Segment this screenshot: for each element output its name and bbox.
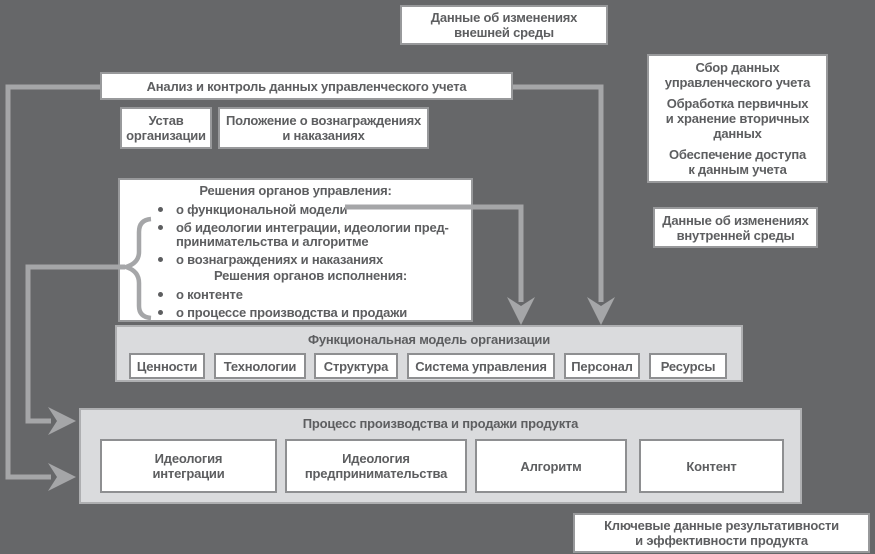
charter-line: Устав <box>148 113 184 128</box>
management-decisions-header: Решения органов управления: <box>199 183 392 198</box>
chip-label: Ресурсы <box>660 358 716 374</box>
execution-decisions-header: Решения органов исполнения: <box>214 268 407 283</box>
chip-management-system: Система управления <box>407 353 555 379</box>
production-process-title: Процесс производства и продажи продукта <box>302 416 579 431</box>
bullet-ideology-line: принимательства и алгоритме <box>176 234 369 249</box>
external-environment-data-box: Данные об изменениях внешней среды <box>400 5 608 45</box>
internal-environment-line: Данные об изменениях <box>662 212 809 228</box>
arrowhead-right-icon <box>48 463 76 491</box>
bullet-dot <box>158 292 163 297</box>
charter-box: Устав организации <box>120 107 212 149</box>
bullet-ideology: об идеологии интеграции, идеологии пред-… <box>176 221 449 249</box>
accounting-processing: Обработка первичных и хранение вторичных… <box>665 96 810 141</box>
chip-line: Идеология <box>342 451 410 466</box>
arrowhead-right-icon <box>48 407 76 435</box>
accounting-access: Обеспечение доступа к данным учета <box>669 147 806 177</box>
analysis-control-box: Анализ и контроль данных управленческого… <box>100 72 513 100</box>
bullet-dot <box>158 257 163 262</box>
connector-decisions-to-process <box>25 264 125 424</box>
chip-label: Персонал <box>571 358 633 374</box>
charter-line: организации <box>126 128 206 143</box>
chip-label: Ценности <box>136 358 198 374</box>
internal-environment-data-box: Данные об изменениях внутренней среды <box>653 207 818 248</box>
list-item: об идеологии интеграции, идеологии пред-… <box>158 221 449 249</box>
chip-structure: Структура <box>314 353 398 379</box>
rewards-regulation-line: и наказаниях <box>282 128 365 143</box>
chip-line: Идеология <box>154 451 223 466</box>
chip-line: Алгоритм <box>520 458 582 474</box>
chip-technologies: Технологии <box>214 353 306 379</box>
list-item: о вознаграждениях и наказаниях <box>158 253 383 267</box>
external-environment-line: внешней среды <box>454 25 554 40</box>
chip-line: Контент <box>686 458 737 474</box>
chip-personnel: Персонал <box>564 353 640 379</box>
accounting-collect: Сбор данных управленческого учета <box>664 60 811 90</box>
chip-algorithm: Алгоритм <box>475 439 627 493</box>
accounting-collect-line: Сбор данных <box>695 60 780 75</box>
bullet-ideology-line: об идеологии интеграции, идеологии пред- <box>176 220 449 235</box>
list-item: о контенте <box>158 288 243 302</box>
key-results-line: Ключевые данные результативности <box>604 518 839 533</box>
chip-line: предпринимательства <box>304 466 448 481</box>
bullet-process: о процессе производства и продажи <box>176 305 408 320</box>
bullet-dot <box>158 310 163 315</box>
rewards-regulation-box: Положение о вознаграждениях и наказаниях <box>218 107 429 149</box>
bullet-dot <box>158 225 163 230</box>
chip-label: Структура <box>323 358 389 374</box>
list-item: о процессе производства и продажи <box>158 306 407 320</box>
chip-label: Технологии <box>223 358 297 374</box>
accounting-collect-line: управленческого учета <box>664 75 811 90</box>
external-environment-line: Данные об изменениях <box>430 10 578 25</box>
chip-entrepreneurship-ideology: Идеология предпринимательства <box>285 439 467 493</box>
arrowhead-down-icon <box>507 297 535 325</box>
accounting-functions-box: Сбор данных управленческого учета Обрабо… <box>647 54 828 183</box>
accounting-processing-line: Обработка первичных <box>666 96 809 111</box>
functional-model-container: Функциональная модель организации Ценнос… <box>115 325 743 382</box>
key-results-line: и эффективности продукта <box>635 533 808 548</box>
chip-integration-ideology: Идеология интеграции <box>100 439 277 493</box>
rewards-regulation-line: Положение о вознаграждениях <box>225 113 421 128</box>
chip-values: Ценности <box>129 353 205 379</box>
connector-analysis-to-functional-model <box>513 84 604 302</box>
bullet-content: о контенте <box>176 287 243 302</box>
accounting-access-line: Обеспечение доступа <box>668 147 807 162</box>
accounting-access-line: к данным учета <box>688 162 787 177</box>
functional-model-title: Функциональная модель организации <box>307 332 551 347</box>
analysis-control-label: Анализ и контроль данных управленческого… <box>146 78 467 94</box>
chip-label: Система управления <box>415 358 547 374</box>
accounting-processing-line: данных <box>713 126 762 141</box>
chip-resources: Ресурсы <box>649 353 727 379</box>
list-item: о функциональной модели <box>158 202 348 217</box>
decisions-box: Решения органов управления: о функционал… <box>118 178 473 322</box>
bullet-functional-model: о функциональной модели <box>176 202 348 217</box>
chip-line: интеграции <box>152 466 225 481</box>
accounting-processing-line: и хранение вторичных <box>665 111 810 126</box>
key-results-data-box: Ключевые данные результативности и эффек… <box>573 513 870 553</box>
bullet-rewards: о вознаграждениях и наказаниях <box>176 252 384 267</box>
bullet-dot <box>158 207 163 212</box>
production-process-container: Процесс производства и продажи продукта … <box>79 408 802 504</box>
arrowhead-down-icon <box>587 297 615 325</box>
chip-content: Контент <box>639 439 784 493</box>
internal-environment-line: внутренней среды <box>676 227 795 243</box>
